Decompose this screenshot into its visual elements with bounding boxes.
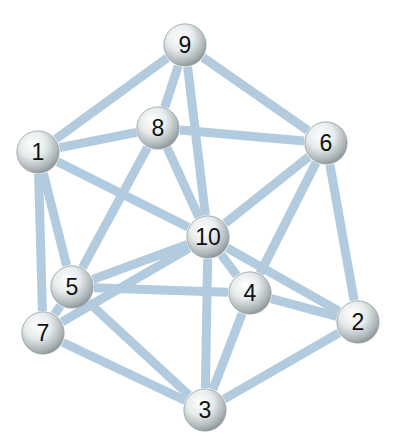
atom-number: 3 [199, 399, 212, 422]
atom-sphere: 4 [228, 271, 272, 315]
sphere-fill [187, 216, 229, 258]
sphere-fill [51, 266, 93, 308]
sphere-fill [184, 389, 226, 431]
bond-rod [224, 333, 339, 399]
atom-sphere: 5 [50, 265, 94, 309]
bond-rod [167, 148, 199, 217]
sphere-fill [164, 24, 206, 66]
bond-rod [205, 259, 207, 388]
bond-rod [221, 255, 237, 276]
sphere-fill [305, 122, 347, 164]
sphere-fill [22, 312, 64, 354]
bond-rod [82, 147, 147, 267]
bond-rod [203, 58, 308, 131]
bond-rod [225, 157, 309, 224]
atom-sphere: 2 [336, 300, 380, 344]
sphere-fill [337, 301, 379, 343]
bond-rod [330, 165, 354, 301]
atom-sphere: 9 [163, 23, 207, 67]
atom-number: 8 [152, 117, 165, 140]
bond-rod [271, 299, 337, 317]
bond-rod [260, 163, 316, 274]
bond-rod [58, 162, 189, 227]
sphere-fill [137, 107, 179, 149]
bond-rod [39, 174, 43, 311]
bond-rod [180, 130, 304, 141]
atom-number: 2 [352, 311, 365, 334]
atom-sphere: 1 [16, 130, 60, 174]
bond-rod [60, 132, 137, 147]
bond-rod [55, 306, 61, 315]
bond-rod [43, 173, 66, 265]
atom-number: 6 [320, 132, 333, 155]
bond-rod [63, 342, 185, 400]
bond-rod [94, 288, 228, 293]
atom-number: 1 [32, 141, 45, 164]
atom-sphere: 7 [21, 311, 65, 355]
sphere-fill [17, 131, 59, 173]
atom-number: 7 [37, 322, 50, 345]
bond-rod [213, 314, 242, 390]
sphere-fill [229, 272, 271, 314]
atom-sphere: 3 [183, 388, 227, 432]
atom-sphere: 10 [186, 215, 230, 259]
atom-number: 9 [179, 34, 192, 57]
bond-rod [93, 245, 188, 280]
atom-sphere: 6 [304, 121, 348, 165]
atom-number: 10 [195, 226, 221, 249]
atom-number: 4 [244, 282, 257, 305]
atom-number: 5 [66, 276, 79, 299]
atom-sphere: 8 [136, 106, 180, 150]
bond-rod [165, 66, 178, 107]
